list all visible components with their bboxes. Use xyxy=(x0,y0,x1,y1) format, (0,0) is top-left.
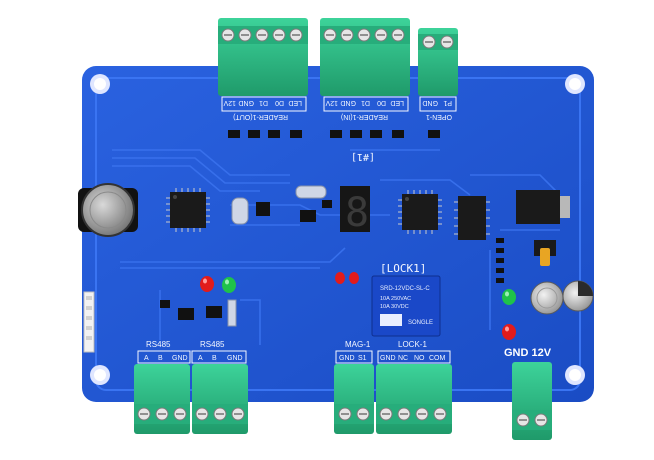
led-red-icon xyxy=(200,276,214,292)
seven-segment-display-icon: 8 xyxy=(340,186,370,236)
pin-label: COM xyxy=(429,355,446,362)
rs485-label: RS485 xyxy=(200,340,225,349)
led-red-icon xyxy=(502,324,516,340)
mag-1-terminal xyxy=(334,364,374,434)
pin-label: LED xyxy=(390,99,404,106)
pin-label: B xyxy=(158,355,163,362)
pin-label: P1 xyxy=(443,99,452,106)
power-terminal xyxy=(512,362,552,440)
connector-title: READER-1(IN) xyxy=(341,113,388,120)
pin-label: GND xyxy=(340,99,356,106)
reader-in-pin-labels: LED D0 D1 GND 12V READER-1(IN) xyxy=(323,96,409,120)
lock-1-pin-labels: GND NC NO COM xyxy=(377,350,451,364)
pin-label: S1 xyxy=(358,355,367,362)
pin-label: 12V xyxy=(223,99,236,106)
rs485-2-terminal xyxy=(192,364,248,434)
display-digit: 8 xyxy=(345,190,369,236)
rs485-label: RS485 xyxy=(146,340,171,349)
eeprom-chip-icon xyxy=(454,196,490,240)
rs485-2-pin-labels: A B GND xyxy=(191,350,247,364)
microcontroller-icon xyxy=(398,190,442,234)
pin-label: GND xyxy=(227,355,243,362)
mag-1-label: MAG-1 xyxy=(345,340,371,349)
pin-header-icon xyxy=(83,291,95,353)
led-green-icon xyxy=(222,277,236,293)
pin-label: A xyxy=(198,355,203,362)
reader-out-terminal xyxy=(218,18,308,96)
pin-label: GND xyxy=(172,355,188,362)
tantalum-capacitor-icon xyxy=(540,248,550,266)
mounting-hole-icon xyxy=(90,365,110,385)
mag-1-pin-labels: GND S1 xyxy=(335,350,373,364)
led-red-icon xyxy=(335,272,345,284)
pcb-traces xyxy=(112,149,561,345)
resistor-stack xyxy=(496,238,504,283)
lock-1-terminal xyxy=(376,364,452,434)
pin-label: 12V xyxy=(325,99,338,106)
diode-icon xyxy=(227,299,237,327)
pin-label: LED xyxy=(288,99,302,106)
mounting-hole-icon xyxy=(90,74,110,94)
relay-model: SRD-12VDC-SL-C xyxy=(380,286,430,292)
mounting-hole-icon xyxy=(565,74,585,94)
smd-transistor-row xyxy=(228,130,440,138)
crystal-oscillator-icon xyxy=(231,185,327,225)
pin-label: D1 xyxy=(259,99,268,106)
pin-label: A xyxy=(144,355,149,362)
relay-rating: 10A 250VAC xyxy=(380,296,411,302)
reader-in-terminal xyxy=(320,18,410,96)
pin-label: GND xyxy=(339,355,355,362)
led-red-icon xyxy=(349,272,359,284)
electrolytic-capacitor-icon xyxy=(562,280,594,312)
transceiver-chips xyxy=(160,300,222,320)
pin-label: D0 xyxy=(377,99,386,106)
open-1-terminal xyxy=(418,28,458,96)
reader-out-pin-labels: LED D0 D1 GND 12V READER-1(OUT) xyxy=(221,96,307,120)
pin-label: NO xyxy=(414,355,425,362)
open-1-pin-labels: P1 GND OPEN-1 xyxy=(419,96,457,120)
connector-title: READER-1(OUT) xyxy=(233,113,288,120)
electrolytic-capacitor-icon xyxy=(530,281,564,315)
relay-icon: SRD-12VDC-SL-C 10A 250VAC 10A 30VDC SONG… xyxy=(371,275,441,337)
power-label: GND 12V xyxy=(504,347,552,359)
led-green-icon xyxy=(502,289,516,305)
mounting-hole-icon xyxy=(565,365,585,385)
connector-title: OPEN-1 xyxy=(426,113,452,120)
pin-label: NC xyxy=(398,355,408,362)
pin-label: GND xyxy=(238,99,254,106)
coin-battery-icon xyxy=(78,183,138,237)
door-label: [#1] xyxy=(351,151,375,162)
relay-rating: 10A 30VDC xyxy=(380,304,409,310)
pin-label: B xyxy=(212,355,217,362)
pin-label: D0 xyxy=(275,99,284,106)
pin-label: GND xyxy=(422,99,438,106)
pin-label: GND xyxy=(380,355,396,362)
pin-label: D1 xyxy=(361,99,370,106)
lock-1-label: LOCK-1 xyxy=(398,340,427,349)
relay-brand: SONGLE xyxy=(408,320,433,326)
microcontroller-icon xyxy=(166,188,210,232)
rs485-1-pin-labels: A B GND xyxy=(137,350,191,364)
rs485-1-terminal xyxy=(134,364,190,434)
voltage-regulator-icon xyxy=(516,190,570,256)
smd-chips xyxy=(256,200,332,222)
lock-section-label: [LOCK1] xyxy=(380,262,426,275)
